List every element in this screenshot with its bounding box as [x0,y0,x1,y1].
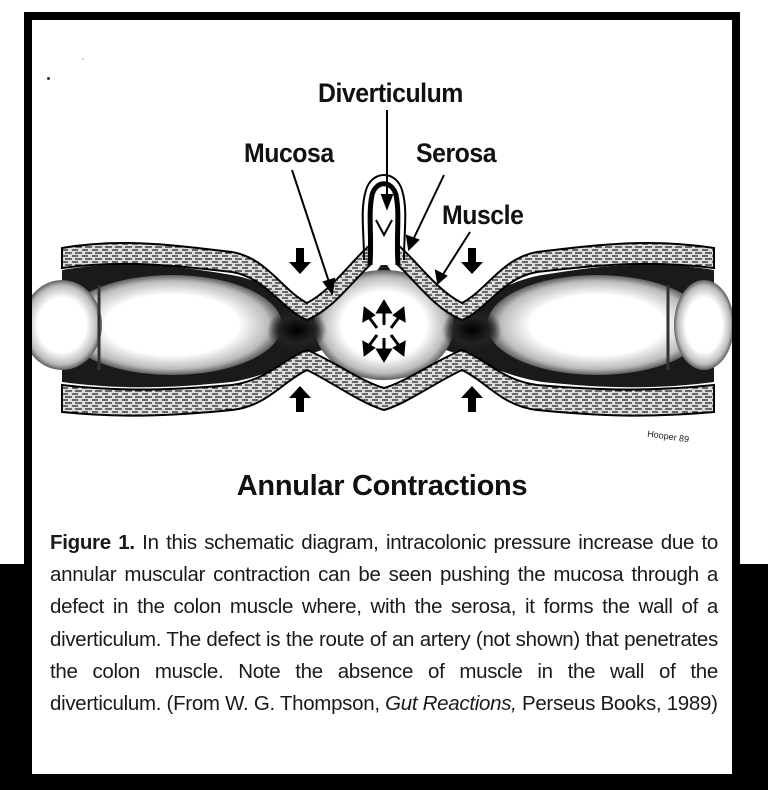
scan-speck [82,58,84,60]
label-muscle: Muscle [442,200,524,230]
figure-caption: Figure 1. In this schematic diagram, int… [50,527,718,720]
contraction-arrows [289,248,483,412]
label-mucosa: Mucosa [244,138,334,168]
caption-citation: Perseus Books, 1989) [516,692,718,716]
label-diverticulum: Diverticulum [318,78,463,108]
figure-number: Figure 1. [50,531,135,554]
caption-text: In this schematic diagram, intracolonic … [50,531,719,716]
diagram-title: Annular Contractions [236,470,528,502]
colon-illustration: Hooper 89 [22,110,734,445]
pressure-arrows [362,299,406,363]
label-serosa: Serosa [416,138,497,168]
figure-frame: Hooper 89 Diverticulum Mucosa Serosa Mus… [22,12,740,782]
scan-speck [47,77,50,80]
book-title: Gut Reactions, [385,692,517,716]
artist-signature: Hooper 89 [647,429,690,445]
colon-diagram: Hooper 89 Diverticulum Mucosa Serosa Mus… [22,20,734,470]
